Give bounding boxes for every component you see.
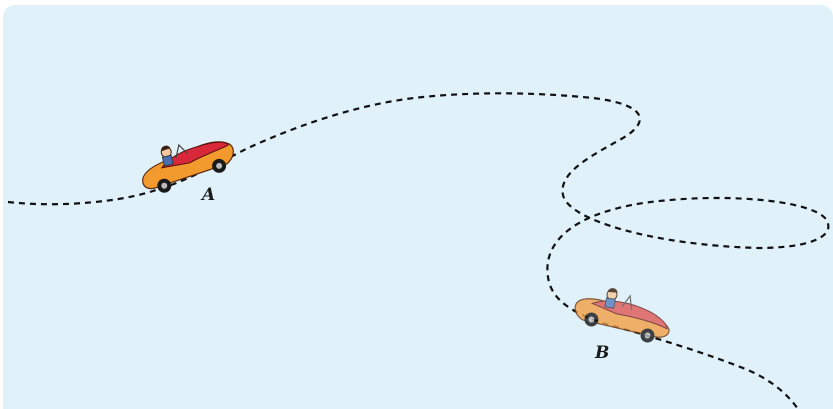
diagram-canvas: A B <box>3 5 833 409</box>
car-a-icon <box>142 141 234 193</box>
label-b: B <box>595 343 610 363</box>
label-a: A <box>202 185 216 205</box>
car-b-icon <box>574 288 670 343</box>
diagram-svg <box>7 92 830 409</box>
dashed-track-path <box>7 92 830 409</box>
